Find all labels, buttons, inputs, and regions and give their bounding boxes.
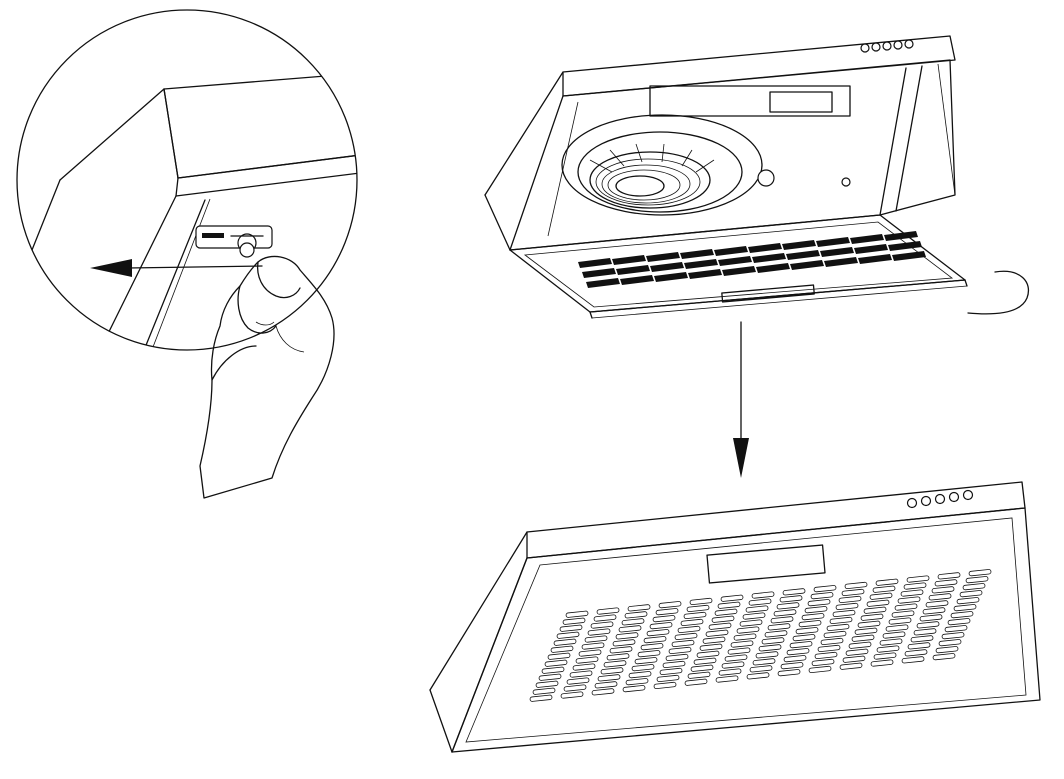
detail-magnifier xyxy=(16,9,358,499)
hood-open xyxy=(484,35,1030,319)
pull-left-arrow xyxy=(90,259,263,277)
hood-corner-closeup xyxy=(17,69,357,350)
blower-fan xyxy=(561,114,763,216)
control-buttons xyxy=(860,39,914,53)
hood-closed xyxy=(429,481,1041,753)
perforation-slots xyxy=(529,569,992,702)
hand-illustration xyxy=(199,255,335,499)
transition-down-arrow xyxy=(733,321,749,478)
hood-top-strip xyxy=(562,35,956,97)
closed-filter-panel xyxy=(451,507,1041,753)
motor-housing xyxy=(649,85,851,117)
power-cord xyxy=(967,270,1030,315)
magnifier-circle xyxy=(16,9,358,351)
closed-control-buttons xyxy=(906,489,974,509)
closed-hood-top-strip xyxy=(526,481,1026,559)
label-window xyxy=(706,544,826,584)
filter-panel-lowered xyxy=(509,214,968,319)
